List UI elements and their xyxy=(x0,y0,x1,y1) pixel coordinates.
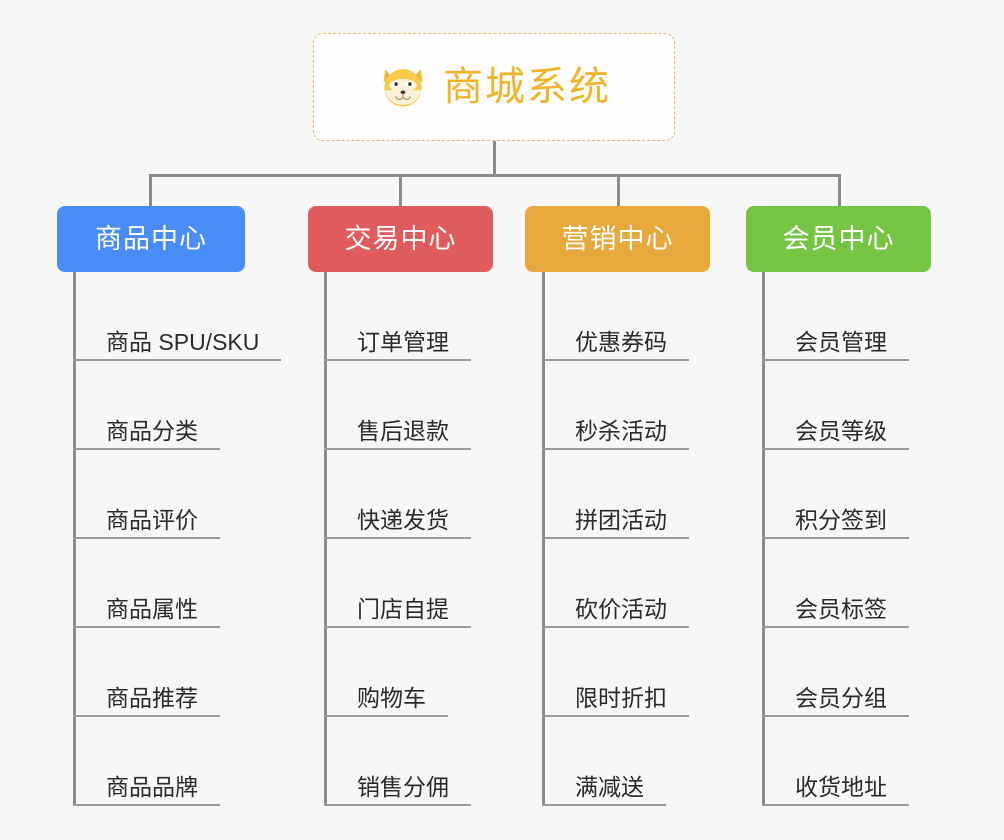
leaf-column-member-center: 会员管理会员等级积分签到会员标签会员分组收货地址 xyxy=(762,272,1002,806)
category-box-trade-center[interactable]: 交易中心 xyxy=(308,206,493,272)
leaf-spine-product-center xyxy=(73,272,76,806)
leaf-item-underline xyxy=(73,715,220,717)
leaf-item-underline xyxy=(324,448,471,450)
leaf-column-marketing-center: 优惠券码秒杀活动拼团活动砍价活动限时折扣满减送 xyxy=(542,272,782,806)
leaf-item-label: 商品评价 xyxy=(106,506,198,533)
leaf-item[interactable]: 商品推荐 xyxy=(73,628,220,717)
leaf-item-underline xyxy=(324,804,471,806)
leaf-item[interactable]: 售后退款 xyxy=(324,361,471,450)
leaf-item-underline xyxy=(542,359,689,361)
leaf-item[interactable]: 商品属性 xyxy=(73,539,220,628)
leaf-item-underline xyxy=(73,537,220,539)
leaf-item[interactable]: 秒杀活动 xyxy=(542,361,689,450)
leaf-item-label: 收货地址 xyxy=(795,773,887,800)
leaf-item-underline xyxy=(542,626,689,628)
leaf-item-underline xyxy=(73,626,220,628)
leaf-item-label: 会员等级 xyxy=(795,417,887,444)
leaf-item-underline xyxy=(542,804,666,806)
leaf-item[interactable]: 商品 SPU/SKU xyxy=(73,272,281,361)
leaf-item-underline xyxy=(73,804,220,806)
root-node-shop-system[interactable]: 商城系统 xyxy=(313,33,675,141)
category-box-marketing-center[interactable]: 营销中心 xyxy=(525,206,710,272)
leaf-item-underline xyxy=(542,537,689,539)
leaf-item-label: 购物车 xyxy=(357,684,426,711)
category-label-marketing-center: 营销中心 xyxy=(561,223,674,254)
leaf-item-underline xyxy=(762,804,909,806)
leaf-item[interactable]: 拼团活动 xyxy=(542,450,689,539)
leaf-item-underline xyxy=(73,359,281,361)
connector-horizontal-bus xyxy=(149,174,841,177)
category-label-member-center: 会员中心 xyxy=(782,223,895,254)
leaf-item-label: 满减送 xyxy=(575,773,644,800)
leaf-item-underline xyxy=(324,359,471,361)
leaf-item[interactable]: 商品品牌 xyxy=(73,717,220,806)
shiba-inu-dog-face-icon xyxy=(383,69,423,107)
leaf-item-underline xyxy=(542,448,689,450)
leaf-item[interactable]: 购物车 xyxy=(324,628,448,717)
leaf-item-label: 商品属性 xyxy=(106,595,198,622)
root-title: 商城系统 xyxy=(443,65,611,109)
connector-drop-trade-center xyxy=(399,174,402,207)
leaf-item-label: 快递发货 xyxy=(357,506,449,533)
leaf-column-product-center: 商品 SPU/SKU 商品分类商品评价商品属性商品推荐商品品牌 xyxy=(73,272,313,806)
category-box-product-center[interactable]: 商品中心 xyxy=(57,206,245,272)
leaf-spine-trade-center xyxy=(324,272,327,806)
category-label-product-center: 商品中心 xyxy=(95,223,207,254)
connector-drop-product-center xyxy=(149,174,152,207)
leaf-spine-member-center xyxy=(762,272,765,806)
leaf-item-label: 订单管理 xyxy=(357,328,449,355)
leaf-item-label: 积分签到 xyxy=(795,506,887,533)
leaf-item[interactable]: 会员等级 xyxy=(762,361,909,450)
leaf-item-underline xyxy=(762,537,909,539)
leaf-column-trade-center: 订单管理售后退款快递发货门店自提购物车销售分佣 xyxy=(324,272,564,806)
leaf-item-underline xyxy=(324,537,471,539)
leaf-item[interactable]: 快递发货 xyxy=(324,450,471,539)
leaf-item-underline xyxy=(324,715,448,717)
leaf-item-label: 门店自提 xyxy=(357,595,449,622)
leaf-item[interactable]: 销售分佣 xyxy=(324,717,471,806)
leaf-item-underline xyxy=(762,715,909,717)
connector-drop-marketing-center xyxy=(617,174,620,207)
leaf-item[interactable]: 收货地址 xyxy=(762,717,909,806)
leaf-item-underline xyxy=(762,359,909,361)
leaf-item-underline xyxy=(324,626,471,628)
leaf-item-label: 砍价活动 xyxy=(575,595,667,622)
leaf-item-underline xyxy=(73,448,220,450)
connector-drop-member-center xyxy=(838,174,841,207)
leaf-item[interactable]: 砍价活动 xyxy=(542,539,689,628)
leaf-item[interactable]: 优惠券码 xyxy=(542,272,689,361)
leaf-item-label: 商品分类 xyxy=(106,417,198,444)
leaf-item-label: 商品 SPU/SKU xyxy=(106,328,260,355)
leaf-item[interactable]: 会员分组 xyxy=(762,628,909,717)
leaf-item[interactable]: 会员管理 xyxy=(762,272,909,361)
connector-root-stem xyxy=(493,141,496,176)
leaf-item-label: 商品品牌 xyxy=(106,773,198,800)
leaf-item-label: 会员标签 xyxy=(795,595,887,622)
leaf-spine-marketing-center xyxy=(542,272,545,806)
leaf-item[interactable]: 会员标签 xyxy=(762,539,909,628)
leaf-item-label: 优惠券码 xyxy=(575,328,667,355)
leaf-item[interactable]: 商品分类 xyxy=(73,361,220,450)
leaf-item-label: 限时折扣 xyxy=(575,684,667,711)
leaf-item-label: 会员分组 xyxy=(795,684,887,711)
leaf-item[interactable]: 商品评价 xyxy=(73,450,220,539)
leaf-item-label: 秒杀活动 xyxy=(575,417,667,444)
leaf-item-label: 销售分佣 xyxy=(357,773,449,800)
leaf-item[interactable]: 门店自提 xyxy=(324,539,471,628)
leaf-item-label: 会员管理 xyxy=(795,328,887,355)
leaf-item[interactable]: 积分签到 xyxy=(762,450,909,539)
leaf-item-label: 售后退款 xyxy=(357,417,449,444)
leaf-item-label: 商品推荐 xyxy=(106,684,198,711)
leaf-item-underline xyxy=(542,715,689,717)
leaf-item-label: 拼团活动 xyxy=(575,506,667,533)
leaf-item-underline xyxy=(762,626,909,628)
category-box-member-center[interactable]: 会员中心 xyxy=(746,206,931,272)
category-label-trade-center: 交易中心 xyxy=(344,223,457,254)
leaf-item[interactable]: 订单管理 xyxy=(324,272,471,361)
leaf-item[interactable]: 限时折扣 xyxy=(542,628,689,717)
leaf-item[interactable]: 满减送 xyxy=(542,717,666,806)
leaf-item-underline xyxy=(762,448,909,450)
